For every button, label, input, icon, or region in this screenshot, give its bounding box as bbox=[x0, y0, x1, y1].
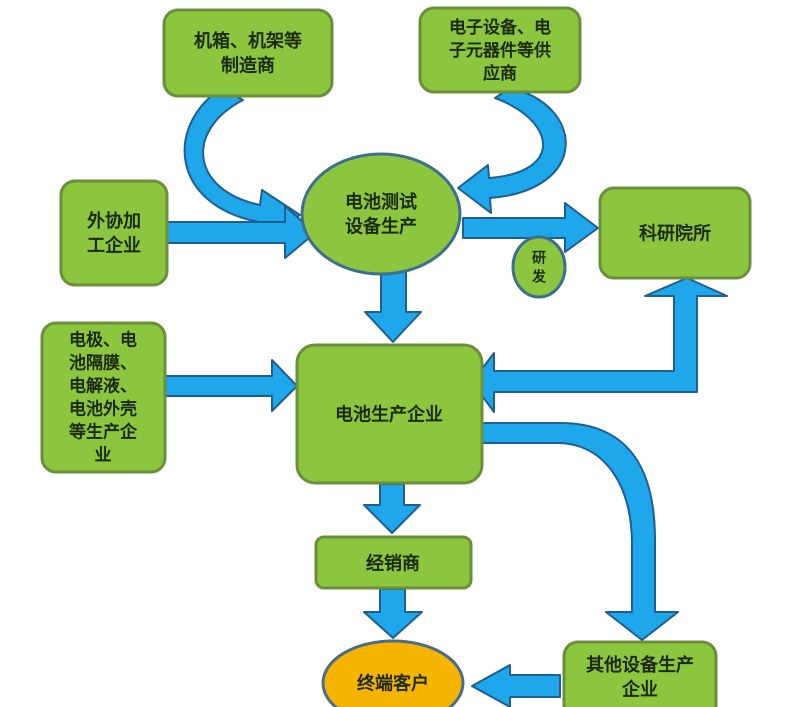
label-line: 电极、电 bbox=[69, 330, 137, 351]
node-distributor[interactable]: 经销商 bbox=[314, 535, 473, 590]
label-line: 电解液、 bbox=[69, 375, 137, 396]
node-research-label: 科研院所 bbox=[639, 222, 711, 244]
label-line: 研 bbox=[532, 250, 546, 266]
arrow-outsourcing-to-test-equipment bbox=[166, 205, 316, 259]
label-line: 科研院所 bbox=[639, 222, 711, 244]
label-line: 电子设备、电 bbox=[449, 17, 551, 38]
node-electronics-label: 电子设备、电子元器件等供应商 bbox=[449, 17, 551, 84]
node-other-equipment-label: 其他设备生产企业 bbox=[586, 654, 694, 700]
node-rnd[interactable]: 研发 bbox=[511, 235, 567, 299]
label-line: 池隔膜、 bbox=[69, 353, 137, 374]
label-line: 外协加 bbox=[87, 210, 141, 232]
node-distributor-label: 经销商 bbox=[366, 552, 420, 574]
arrow-test-equipment-to-battery-maker bbox=[364, 271, 422, 343]
node-materials-label: 电极、电池隔膜、电解液、电池外壳等生产企业 bbox=[69, 330, 138, 466]
node-battery-maker-label: 电池生产企业 bbox=[335, 403, 443, 425]
label-line: 企业 bbox=[621, 678, 658, 700]
arrow-materials-to-battery-maker bbox=[164, 359, 298, 412]
label-line: 经销商 bbox=[366, 552, 420, 574]
arrow-other-equipment-to-customer bbox=[471, 664, 561, 707]
label-line: 电池生产企业 bbox=[335, 403, 443, 425]
node-test-equipment-label: 电池测试设备生产 bbox=[345, 191, 417, 237]
label-line: 机箱、机架等 bbox=[194, 30, 302, 52]
arrow-test-equipment-to-research bbox=[462, 202, 599, 253]
arrow-electronics-to-test-equipment bbox=[457, 87, 567, 214]
label-line: 电池外壳 bbox=[69, 398, 137, 419]
label-line: 等生产企 bbox=[69, 421, 138, 442]
label-line: 电池测试 bbox=[345, 191, 417, 213]
label-line: 设备生产 bbox=[345, 215, 417, 237]
label-line: 其他设备生产 bbox=[586, 654, 694, 676]
node-chassis-label: 机箱、机架等制造商 bbox=[194, 30, 302, 76]
node-battery-manufacturer[interactable]: 电池生产企业 bbox=[295, 343, 484, 485]
arrow-battery-maker-to-distributor bbox=[363, 483, 421, 534]
arrow-battery-maker-to-other-equipment bbox=[481, 422, 679, 641]
label-line: 应商 bbox=[483, 63, 517, 84]
node-end-customer[interactable]: 终端客户 bbox=[321, 639, 465, 707]
label-line: 制造商 bbox=[221, 54, 275, 76]
arrow-chassis-to-test-equipment bbox=[183, 87, 301, 239]
label-line: 发 bbox=[531, 268, 547, 285]
node-chassis-manufacturer[interactable]: 机箱、机架等制造商 bbox=[162, 8, 334, 98]
arrow-research-battery-maker-link bbox=[471, 277, 728, 413]
node-outsourcing-label: 外协加工企业 bbox=[87, 210, 141, 256]
arrow-distributor-to-customer bbox=[363, 588, 423, 639]
node-electronics-supplier[interactable]: 电子设备、电子元器件等供应商 bbox=[418, 6, 582, 94]
node-outsourcing-enterprise[interactable]: 外协加工企业 bbox=[59, 179, 169, 287]
label-line: 工企业 bbox=[87, 234, 141, 256]
node-test-equipment-production[interactable]: 电池测试设备生产 bbox=[300, 152, 462, 276]
node-rnd-label: 研发 bbox=[531, 250, 547, 285]
node-research-institute[interactable]: 科研院所 bbox=[598, 186, 752, 280]
label-line: 业 bbox=[95, 445, 112, 465]
label-line: 子元器件等供 bbox=[449, 40, 551, 61]
label-line: 终端客户 bbox=[357, 672, 429, 694]
node-end-customer-label: 终端客户 bbox=[357, 672, 429, 694]
node-materials-producers[interactable]: 电极、电池隔膜、电解液、电池外壳等生产企业 bbox=[40, 321, 167, 474]
node-other-equipment-manufacturer[interactable]: 其他设备生产企业 bbox=[562, 640, 718, 707]
